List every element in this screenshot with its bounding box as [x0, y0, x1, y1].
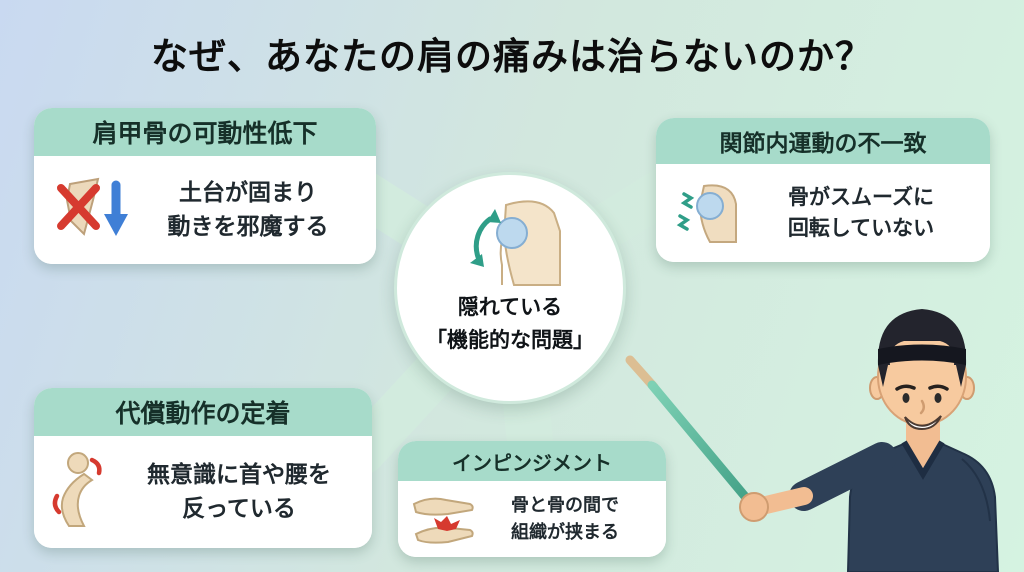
card-compensation-body: 無意識に首や腰を 反っている	[34, 436, 372, 548]
card-impingement: インピンジメント 骨と骨の間で 組織が挟まる	[398, 441, 666, 557]
card-impingement-line2: 組織が挟まる	[511, 522, 619, 543]
card-impingement-header: インピンジメント	[398, 441, 666, 481]
card-compensation: 代償動作の定着 無意識に首や腰を 反っている	[34, 388, 372, 548]
card-scapula-header: 肩甲骨の可動性低下	[34, 108, 376, 156]
center-text: 隠れている 「機能的な問題」	[426, 291, 594, 356]
card-scapula-body: 土台が固まり 動きを邪魔する	[34, 156, 376, 264]
center-line1: 隠れている	[457, 295, 563, 319]
card-scapula-line1: 土台が固まり	[179, 179, 317, 206]
card-joint-mismatch: 関節内運動の不一致 骨がスムーズに 回転していない	[656, 118, 990, 262]
card-scapula-text: 土台が固まり 動きを邪魔する	[132, 176, 364, 245]
center-line2: 「機能的な問題」	[426, 327, 594, 352]
headband	[878, 344, 966, 365]
scapula-blocked-down-arrow-icon	[46, 172, 132, 248]
card-joint-text: 骨がスムーズに 回転していない	[744, 182, 978, 245]
card-compensation-line2: 反っている	[182, 496, 296, 522]
shoulder-joint-motion-icon	[448, 191, 572, 291]
card-joint-body: 骨がスムーズに 回転していない	[656, 164, 990, 262]
card-joint-line2: 回転していない	[787, 216, 935, 240]
humeral-head-vibration-icon	[668, 178, 744, 248]
therapist-illustration	[739, 309, 1000, 572]
card-compensation-text: 無意識に首や腰を 反っている	[118, 458, 360, 527]
card-scapula-mobility: 肩甲骨の可動性低下 土台が固まり 動きを邪魔する	[34, 108, 376, 264]
card-impingement-body: 骨と骨の間で 組織が挟まる	[398, 481, 666, 557]
arched-back-figure-icon	[46, 448, 118, 536]
hand-fist	[739, 492, 769, 522]
card-scapula-line2: 動きを邪魔する	[167, 214, 329, 240]
teal-pointer-stick	[625, 355, 763, 517]
card-impingement-text: 骨と骨の間で 組織が挟まる	[476, 492, 654, 546]
card-compensation-header: 代償動作の定着	[34, 388, 372, 436]
card-joint-header: 関節内運動の不一致	[656, 118, 990, 164]
card-compensation-line1: 無意識に首や腰を	[147, 461, 331, 488]
page-title: なぜ、あなたの肩の痛みは治らないのか？	[151, 35, 873, 78]
card-impingement-line1: 骨と骨の間で	[511, 495, 619, 516]
center-circle: 隠れている 「機能的な問題」	[394, 172, 626, 404]
card-joint-line1: 骨がスムーズに	[788, 184, 934, 209]
pinched-tissue-joint-icon	[410, 490, 476, 548]
